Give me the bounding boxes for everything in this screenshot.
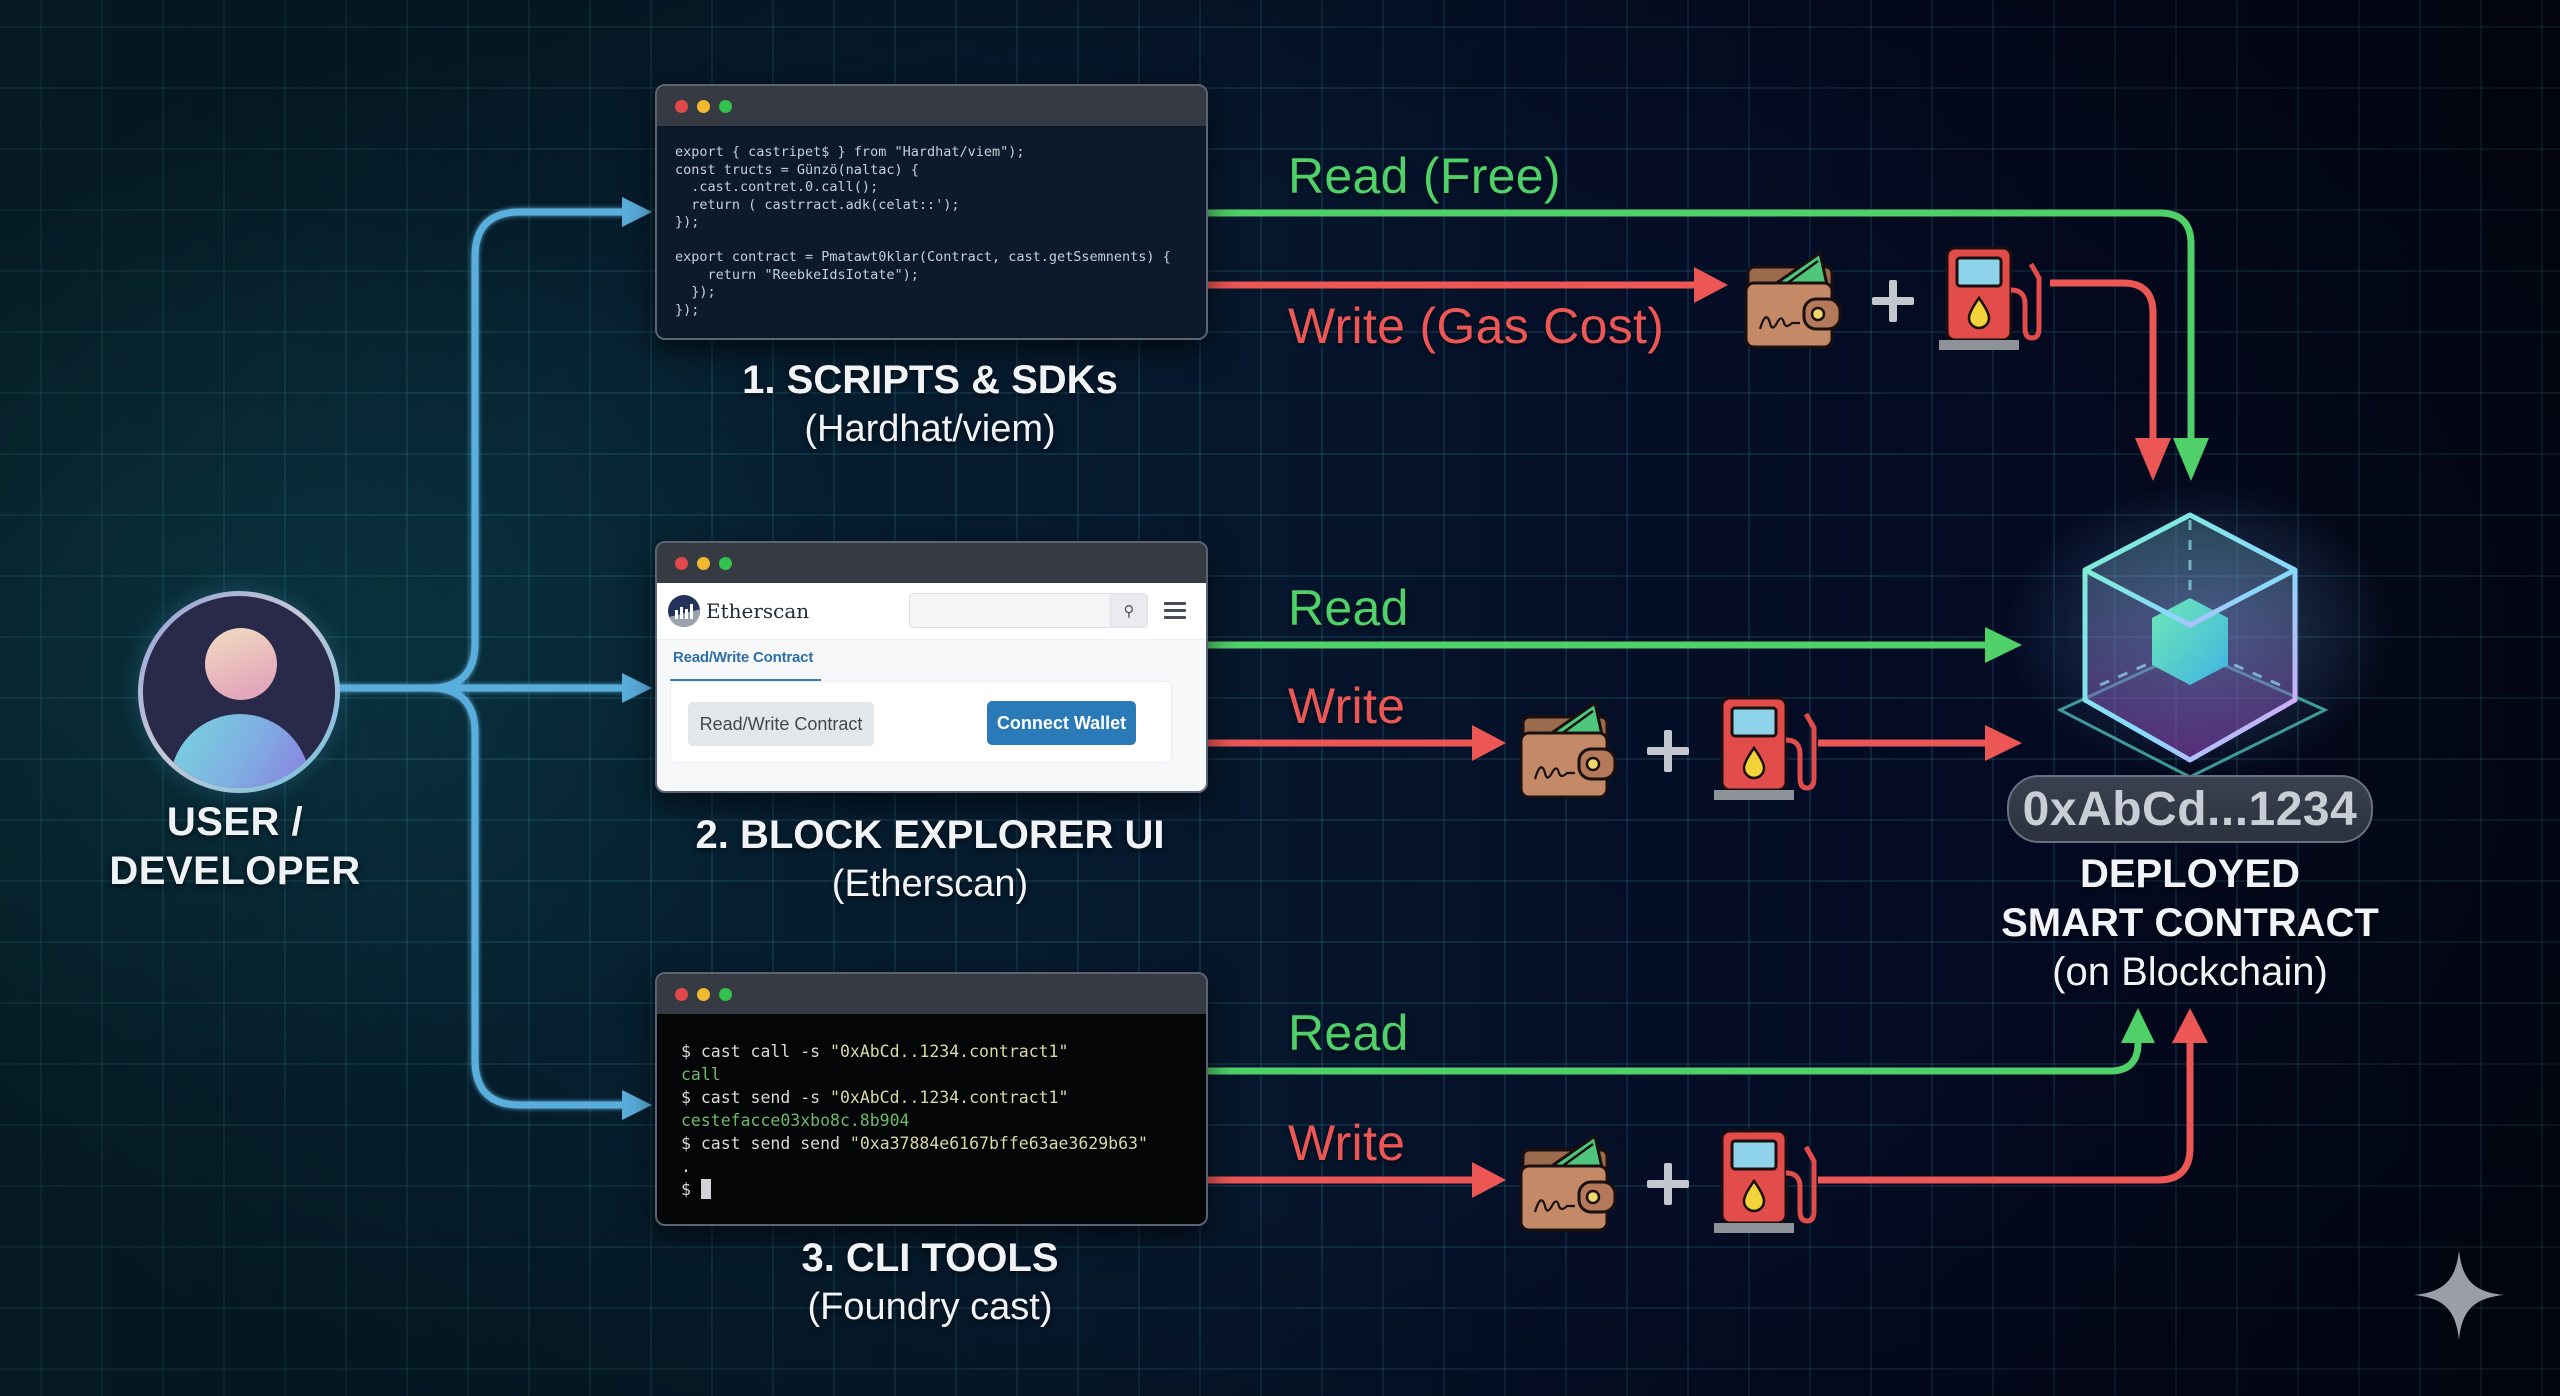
terminal-line: $	[681, 1178, 1206, 1201]
user-avatar-icon	[138, 591, 340, 793]
terminal-line: call	[681, 1065, 721, 1084]
code-line	[675, 232, 1206, 250]
maximize-dot-icon[interactable]	[719, 987, 732, 1001]
block-explorer-window: Etherscan ⚲ Read/Write Contract Read/Wri…	[655, 541, 1208, 793]
scripts-write-line-2	[2050, 279, 2157, 440]
window-titlebar	[657, 974, 1206, 1014]
cli-read-arrowhead	[2121, 1008, 2155, 1043]
hamburger-menu-icon[interactable]	[1164, 602, 1186, 623]
cli-read-line	[1206, 1040, 2142, 1075]
gas-pump-icon	[1714, 696, 1817, 800]
cli-label: 3. CLI TOOLS (Foundry cast)	[801, 1236, 1059, 1328]
explorer-label: 2. BLOCK EXPLORER UI (Etherscan)	[695, 813, 1165, 905]
arrowhead-scripts	[622, 197, 652, 227]
plus-icon	[1872, 280, 1914, 322]
connector-to-cli	[429, 684, 625, 1109]
user-connectors	[330, 208, 625, 1109]
explorer-write-label: Write	[1288, 678, 1406, 734]
cli-terminal-window: $ cast call -s "0xAbCd..1234.contract1" c…	[655, 972, 1208, 1226]
maximize-dot-icon[interactable]	[719, 556, 732, 570]
code-line: const tructs = Günzö(naltac) {	[675, 161, 919, 178]
scripts-write-arrowhead-1	[1694, 267, 1728, 303]
explorer-read-label: Read	[1288, 580, 1409, 636]
scripts-label: 1. SCRIPTS & SDKs (Hardhat/viem)	[742, 358, 1118, 450]
scripts-write-label: Write (Gas Cost)	[1288, 298, 1665, 354]
etherscan-page: Etherscan ⚲ Read/Write Contract Read/Wri…	[657, 583, 1206, 791]
code-line: });	[675, 214, 700, 230]
terminal-line: $ cast send send "0xa37884e6167bffe63ae3…	[681, 1134, 1148, 1153]
wallet-signature-icon	[1519, 700, 1617, 799]
code-line: export { castripet$ } from "Hardhat/viem…	[675, 144, 1025, 160]
etherscan-logo-icon[interactable]	[668, 595, 700, 627]
close-dot-icon[interactable]	[675, 99, 688, 113]
terminal-line: $ cast call -s "0xAbCd..1234.contract1"	[681, 1042, 1069, 1061]
minimize-dot-icon[interactable]	[697, 556, 710, 570]
arrowhead-explorer	[622, 673, 652, 703]
minimize-dot-icon[interactable]	[697, 99, 710, 113]
explorer-write-arrowhead-2	[1985, 725, 2022, 761]
arrowhead-cli	[622, 1090, 652, 1120]
wallet-signature-icon	[1744, 250, 1842, 349]
tab-read-write-contract[interactable]: Read/Write Contract	[673, 649, 814, 666]
close-dot-icon[interactable]	[675, 556, 688, 570]
scripts-read-line	[1206, 209, 2195, 440]
minimize-dot-icon[interactable]	[697, 987, 710, 1001]
code-line: return ( castrract.adk(celat::');	[675, 196, 960, 213]
avatar-head	[205, 628, 277, 700]
code-line: return "ReebkeIdsIotate");	[675, 266, 919, 283]
close-dot-icon[interactable]	[675, 987, 688, 1001]
plus-icon	[1647, 730, 1689, 772]
cli-write-line-2	[1818, 1043, 2194, 1184]
wallet-signature-icon	[1519, 1133, 1617, 1232]
user-developer-label: USER / DEVELOPER	[109, 800, 361, 893]
cli-write-arrowhead-2	[2172, 1008, 2208, 1043]
search-icon[interactable]: ⚲	[1110, 594, 1147, 627]
etherscan-brand[interactable]: Etherscan	[706, 599, 810, 623]
gas-pump-icon	[1714, 1129, 1817, 1233]
connector-to-scripts	[330, 208, 625, 692]
terminal-line: $ cast send -s "0xAbCd..1234.contract1"	[681, 1088, 1069, 1107]
etherscan-search-input[interactable]: ⚲	[909, 593, 1148, 628]
window-titlebar	[657, 543, 1206, 583]
terminal-cursor	[700, 1179, 711, 1199]
code-line: .cast.contret.0.call();	[675, 179, 879, 195]
cli-write-arrowhead-1	[1472, 1162, 1506, 1198]
sparkle-icon	[2414, 1250, 2504, 1340]
cli-write-label: Write	[1288, 1115, 1406, 1171]
active-tab-indicator	[670, 679, 821, 681]
window-titlebar	[657, 86, 1206, 126]
avatar-body	[170, 714, 310, 788]
code-line: });	[675, 284, 716, 300]
explorer-write-arrowhead-1	[1472, 725, 1506, 761]
terminal-line: cestefacce03xbo8c.8b904	[681, 1111, 910, 1130]
contract-panel: Read/Write Contract Connect Wallet	[670, 681, 1172, 763]
scripts-write-arrowhead-2	[2135, 438, 2171, 481]
maximize-dot-icon[interactable]	[719, 99, 732, 113]
code-line: });	[675, 301, 700, 318]
smart-contract-cube-icon	[2056, 512, 2329, 779]
cli-read-label: Read	[1288, 1005, 1409, 1061]
scripts-read-label: Read (Free)	[1288, 148, 1561, 204]
connect-wallet-button[interactable]: Connect Wallet	[987, 701, 1136, 745]
contract-address-badge[interactable]: 0xAbCd...1234	[2007, 775, 2373, 843]
read-write-contract-button[interactable]: Read/Write Contract	[688, 702, 874, 746]
explorer-read-arrowhead	[1985, 627, 2022, 663]
scripts-read-arrowhead	[2173, 438, 2209, 481]
code-line: export contract = Pmatawt0klar(Contract,…	[675, 249, 1171, 265]
terminal-output[interactable]: $ cast call -s "0xAbCd..1234.contract1" c…	[657, 1014, 1206, 1224]
terminal-line: .	[681, 1157, 691, 1176]
code-editor[interactable]: export { castripet$ } from "Hardhat/viem…	[657, 126, 1206, 338]
gas-pump-icon	[1939, 246, 2042, 350]
plus-icon	[1647, 1163, 1689, 1205]
scripts-code-window: export { castripet$ } from "Hardhat/viem…	[655, 84, 1208, 340]
deployed-contract-label: DEPLOYED SMART CONTRACT (on Blockchain)	[2001, 852, 2379, 994]
